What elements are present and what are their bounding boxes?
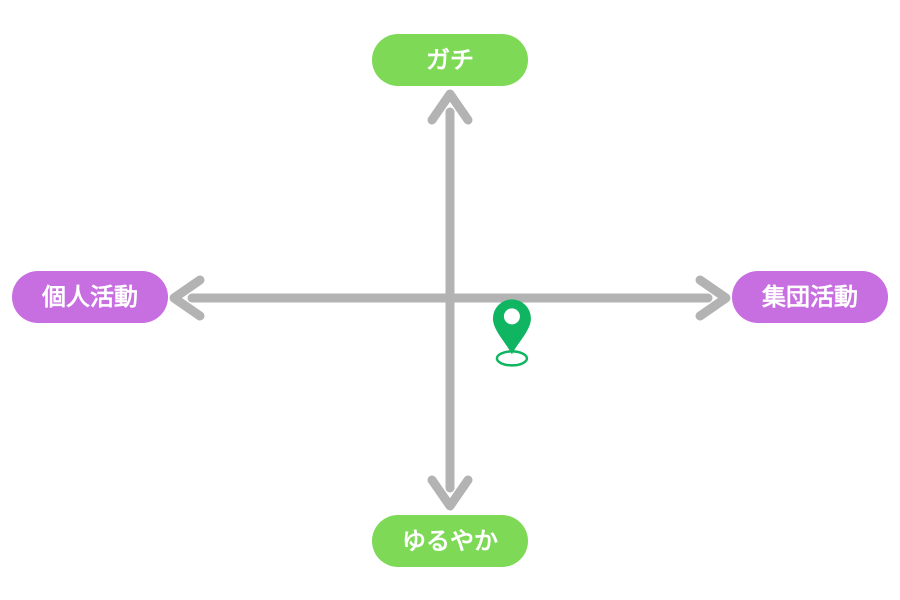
top-axis-label: ガチ [426,46,474,74]
pin-body [492,299,531,355]
left-axis-label: 個人活動 [41,283,138,311]
right-axis-label: 集団活動 [761,283,858,311]
right-axis-pill: 集団活動 [732,271,888,323]
location-pin-icon [492,299,531,367]
arrow-up-icon [427,89,473,125]
left-axis-pill: 個人活動 [12,271,168,323]
pin-center-dot [503,308,520,325]
bottom-axis-label: ゆるやか [402,527,498,555]
axes [169,89,731,511]
top-axis-pill: ガチ [372,34,528,86]
arrow-down-icon [427,475,473,511]
arrow-right-icon [695,275,731,321]
arrow-left-icon [169,275,205,321]
bottom-axis-pill: ゆるやか [372,515,528,567]
